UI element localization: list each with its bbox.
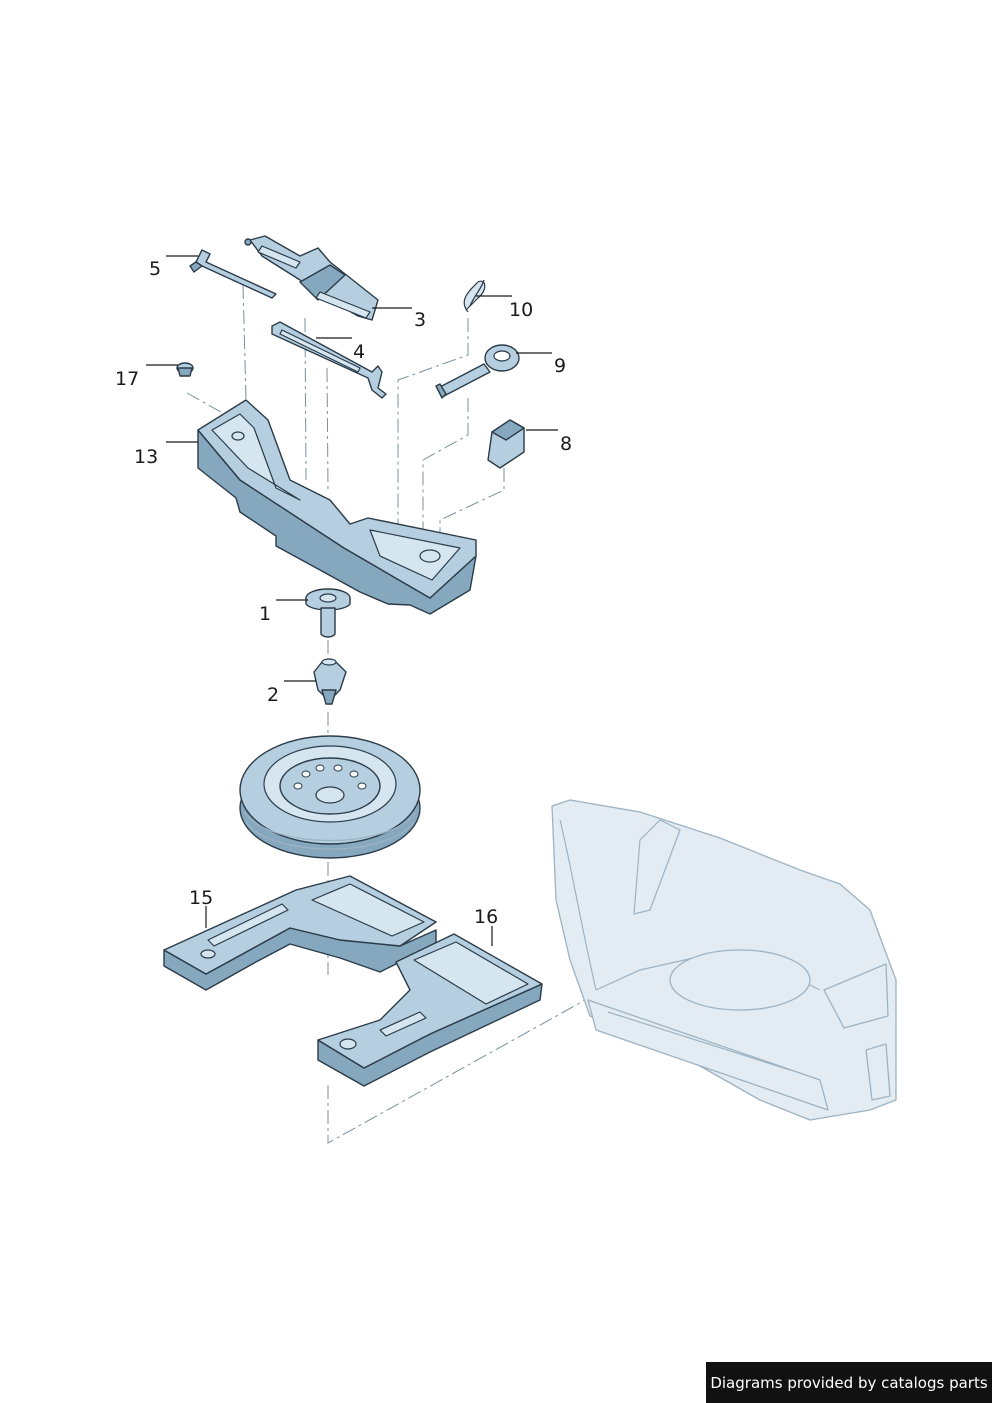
callout-labels: 5 3 10 4 9 17 8 13 1 2 15 16 xyxy=(115,258,572,928)
callout-9: 9 xyxy=(554,355,566,377)
footer-credit: Diagrams provided by catalogs parts xyxy=(706,1362,992,1403)
part-8-cap[interactable] xyxy=(487,419,525,469)
callout-8: 8 xyxy=(560,433,572,455)
part-10-clip[interactable] xyxy=(463,279,486,313)
spare-wheel[interactable] xyxy=(239,735,421,859)
part-9-towing-eye[interactable] xyxy=(435,344,520,399)
callout-5: 5 xyxy=(149,258,161,280)
callout-1: 1 xyxy=(259,603,271,625)
part-17-clip[interactable] xyxy=(176,362,194,377)
part-16-foam-insert[interactable] xyxy=(317,933,543,1087)
callout-17: 17 xyxy=(115,368,139,390)
callout-13: 13 xyxy=(134,446,158,468)
callout-3: 3 xyxy=(414,309,426,331)
leader-lines xyxy=(146,255,558,946)
part-4-tool[interactable] xyxy=(271,321,387,399)
callout-10: 10 xyxy=(509,299,533,321)
part-3-jack[interactable] xyxy=(244,235,379,321)
part-1-bolt[interactable] xyxy=(305,588,351,638)
callout-16: 16 xyxy=(474,906,498,928)
callout-4: 4 xyxy=(353,341,365,363)
callout-2: 2 xyxy=(267,684,279,706)
part-5-wheel-brace[interactable] xyxy=(189,249,277,299)
part-13-tool-tray[interactable] xyxy=(197,399,477,615)
part-2-centering-piece[interactable] xyxy=(313,658,347,705)
callout-15: 15 xyxy=(189,887,213,909)
vehicle-rear-reference xyxy=(551,799,897,1121)
